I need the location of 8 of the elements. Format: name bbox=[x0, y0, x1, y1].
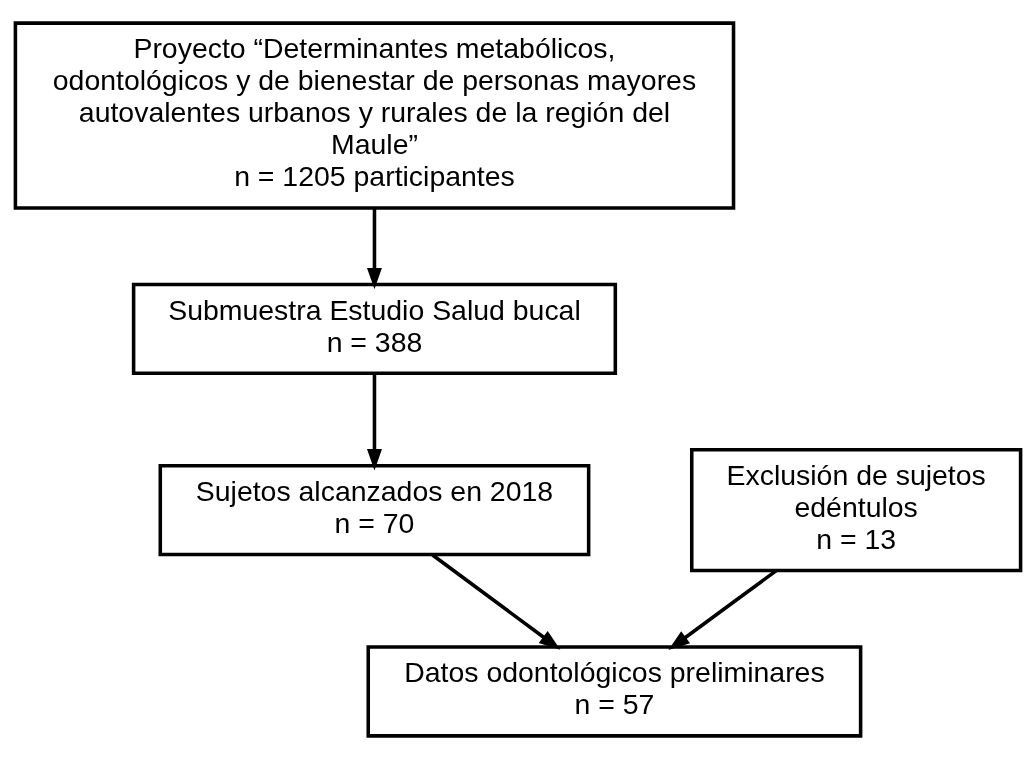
node-box: Submuestra Estudio Salud bucal n = 388 bbox=[131, 282, 618, 375]
arrow bbox=[367, 207, 382, 289]
node-box: Datos odontológicos preliminares n = 57 bbox=[366, 644, 863, 738]
node-box: Proyecto “Determinantes metabólicos, odontológicos y de bienestar de personas mayores autovalentes urbanos y rurales de la región del Maule” n = 1205 participantes bbox=[13, 20, 736, 210]
arrow bbox=[431, 553, 561, 650]
node-box: Sujetos alcanzados en 2018 n = 70 bbox=[158, 463, 591, 556]
arrow bbox=[367, 373, 382, 470]
node-box: Exclusión de sujetos edéntulos n = 13 bbox=[689, 447, 1023, 572]
